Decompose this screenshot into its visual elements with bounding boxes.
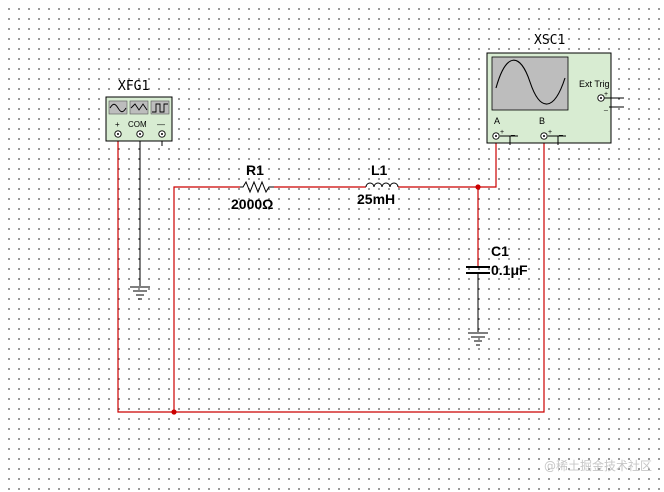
oscilloscope[interactable]: XSC1 Ext Trig + _ A B + _ + _ — [486, 33, 624, 145]
resistor-value: 2000Ω — [231, 196, 273, 212]
function-generator-ref: XFG1 — [118, 79, 149, 94]
ext-trig-plus-label: + — [604, 91, 608, 98]
ext-trig-minus-label: _ — [603, 104, 608, 111]
resistor-icon — [240, 180, 274, 194]
resistor-ref: R1 — [246, 162, 264, 178]
generator-com-label: COM — [128, 120, 147, 129]
ground-icon — [468, 332, 488, 346]
inductor-l1[interactable]: L1 25mH — [357, 162, 399, 207]
generator-terminal-minus[interactable] — [158, 130, 166, 138]
junction-dot-top — [475, 184, 481, 190]
wire-junction-to-resistor[interactable] — [173, 186, 240, 412]
channel-a-terminal[interactable] — [492, 132, 500, 140]
generator-terminal-com[interactable] — [136, 130, 144, 138]
channel-b-label: B — [539, 116, 545, 126]
capacitor-value: 0.1μF — [491, 262, 528, 278]
resistor-r1[interactable]: R1 2000Ω — [231, 162, 274, 212]
capacitor-ref: C1 — [491, 243, 509, 259]
ground-icon — [130, 286, 150, 300]
generator-terminal-plus[interactable] — [114, 130, 122, 138]
ext-trig-label: Ext Trig — [579, 79, 610, 89]
inductor-value: 25mH — [357, 191, 395, 207]
triangle-wave-icon — [130, 103, 148, 111]
wires — [117, 140, 545, 413]
channel-b-minus-label: _ — [558, 129, 563, 136]
generator-plus-label: + — [115, 120, 120, 129]
wire-generator-to-bottom[interactable] — [117, 140, 545, 413]
inductor-icon — [365, 182, 399, 188]
junction-dot-bottom — [171, 409, 177, 415]
channel-b-plus-label: + — [548, 129, 552, 136]
function-generator[interactable]: XFG1 + COM — — [105, 79, 173, 142]
channel-a-minus-label: _ — [510, 129, 515, 136]
capacitor-c1[interactable]: C1 0.1μF — [466, 243, 528, 278]
channel-b-terminal[interactable] — [540, 132, 548, 140]
sine-wave-icon — [109, 103, 127, 113]
square-wave-icon — [152, 103, 168, 113]
oscilloscope-ref: XSC1 — [534, 33, 565, 48]
generator-minus-label: — — [157, 120, 165, 129]
sine-wave-trace — [495, 59, 566, 105]
wire-node-to-scope-a[interactable] — [478, 142, 497, 188]
watermark: @稀土掘金技术社区 — [543, 459, 652, 473]
inductor-ref: L1 — [371, 162, 388, 178]
channel-a-plus-label: + — [500, 129, 504, 136]
channel-a-label: A — [494, 116, 500, 126]
